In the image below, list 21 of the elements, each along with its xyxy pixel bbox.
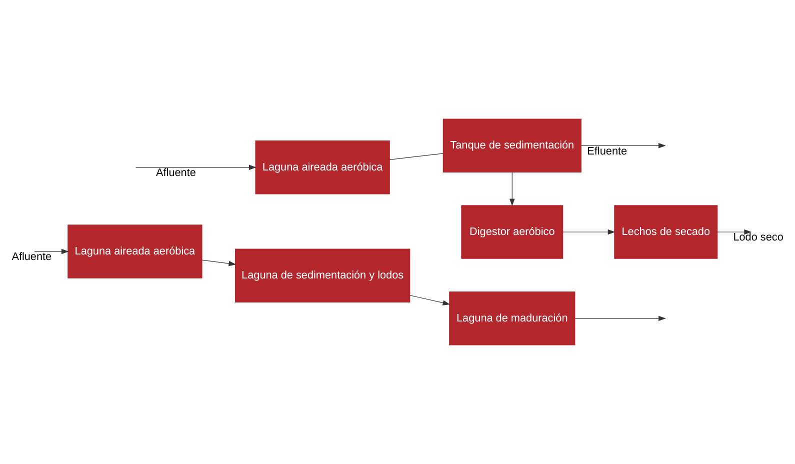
edge-label: Afluente	[12, 251, 52, 264]
arrow	[135, 164, 256, 170]
node-box: Laguna aireada aeróbica	[255, 140, 390, 194]
arrow	[562, 229, 616, 235]
arrow	[34, 248, 69, 254]
node-box: Laguna de maduración	[449, 292, 576, 346]
arrow	[574, 316, 666, 322]
arrow	[510, 172, 515, 206]
node-box: Laguna de sedimentación y lodos	[234, 248, 410, 302]
arrow	[580, 142, 666, 148]
connector	[389, 153, 444, 160]
node-box: Digestor aeróbico	[461, 205, 564, 259]
edge-label: Efluente	[587, 145, 628, 158]
arrow	[202, 260, 236, 266]
edge-label: Afluente	[156, 167, 196, 180]
node-box: Lechos de secado	[614, 205, 718, 259]
arrow	[716, 229, 752, 235]
edge-label: Lodo seco	[733, 232, 784, 244]
arrow	[410, 295, 450, 306]
node-box: Tanque de sedimentación	[442, 118, 582, 172]
node-box: Laguna aireada aeróbica	[68, 224, 202, 278]
